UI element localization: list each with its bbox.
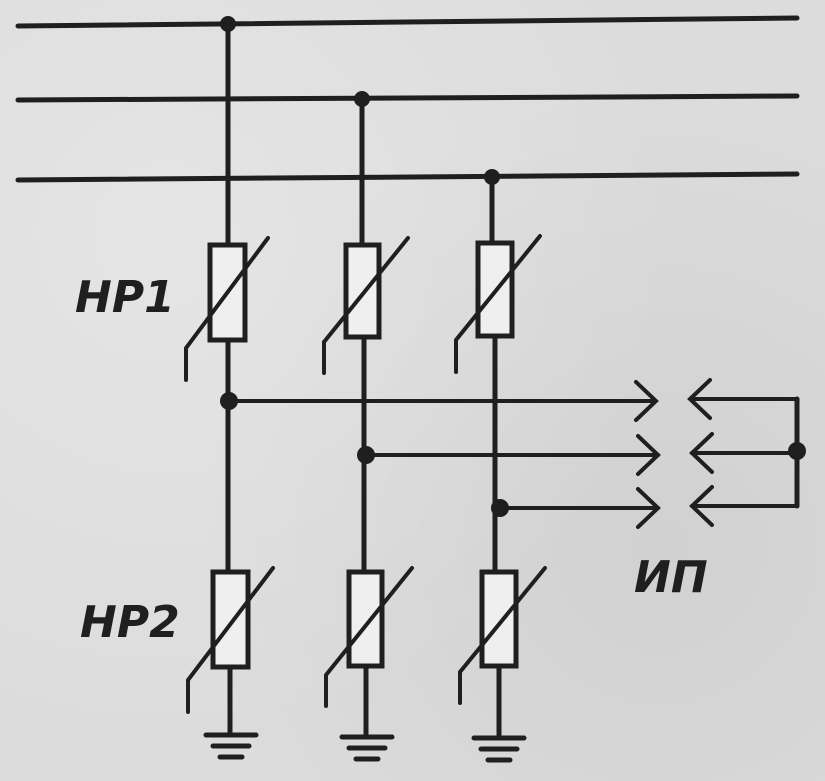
varistor-slash-3a: [454, 234, 542, 374]
varistor-slash-1b: [186, 566, 275, 714]
ground-symbol-3: [471, 735, 527, 763]
varistor-hr2-phase-2: [346, 569, 385, 669]
bus-lines: [15, 15, 800, 183]
varistor-hr2-phase-1: [210, 569, 251, 670]
device-leads: [227, 399, 660, 510]
label-hr1: НР1: [75, 272, 175, 323]
varistor-hr2-phase-3: [479, 569, 519, 669]
label-protected-device: ИП: [634, 552, 708, 603]
bus-line-2: [15, 93, 800, 103]
gap-arrow-left-1: [634, 380, 659, 422]
varistor-slash-3b: [458, 566, 547, 705]
bus-line-1: [15, 15, 800, 29]
branch-3: [454, 174, 547, 763]
gap-arrow-left-3: [636, 487, 661, 529]
device-common-node: [788, 442, 806, 460]
branch-2: [322, 96, 414, 762]
branch-1: [184, 21, 275, 760]
gap-arrows-left: [634, 380, 661, 529]
gap-arrow-left-2: [636, 434, 661, 476]
device-common: [690, 396, 806, 509]
varistor-slash-1a: [184, 236, 270, 382]
bus-line-3: [15, 171, 800, 183]
ground-symbol-2: [339, 734, 395, 762]
label-hr2: НР2: [80, 597, 180, 648]
varistor-slash-2b: [324, 566, 414, 708]
ground-symbol-1: [203, 732, 259, 760]
varistor-hr1-phase-2: [343, 242, 382, 340]
varistor-slash-2a: [322, 236, 410, 375]
